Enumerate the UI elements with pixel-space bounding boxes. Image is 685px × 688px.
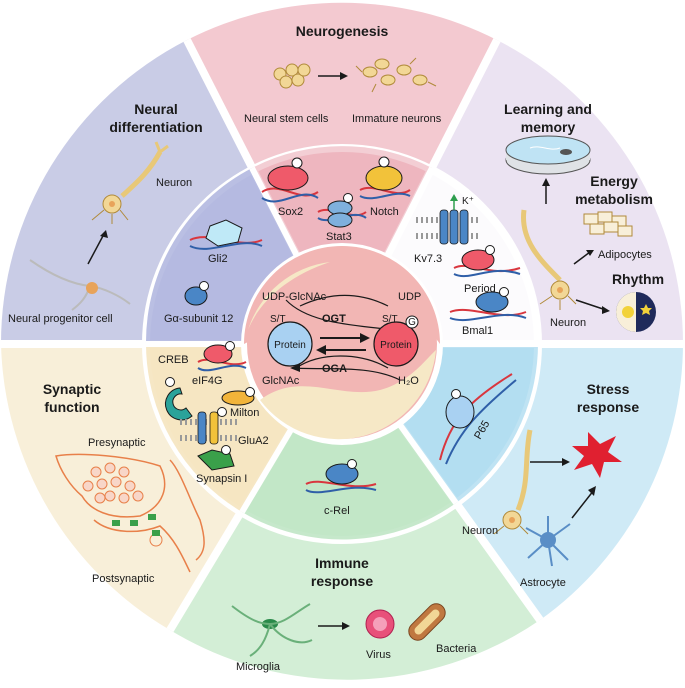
day-night-icon (616, 292, 656, 332)
creb-label: CREB (158, 354, 189, 366)
synapse-icon (55, 453, 205, 573)
crel-icon (305, 459, 377, 494)
astrocyte-label: Astrocyte (520, 577, 566, 589)
bacteria-label: Bacteria (436, 643, 477, 655)
microglia-label: Microglia (236, 661, 281, 673)
differentiation-neuron-label: Neuron (156, 177, 192, 189)
sector-synaptic: Synaptic function Presynaptic Postsynapt… (43, 381, 205, 585)
virus-icon (365, 609, 395, 639)
ogt-label: OGT (322, 313, 346, 325)
microglia-icon (231, 603, 313, 657)
stress-neuron-label: Neuron (462, 525, 498, 537)
water-maze-icon (505, 135, 591, 175)
notch-label: Notch (370, 206, 399, 218)
bacteria-icon (408, 603, 446, 641)
elf4g-icon (165, 377, 193, 421)
virus-label: Virus (366, 649, 391, 661)
rhythm-title: Rhythm (612, 271, 664, 287)
sector-differentiation: Neural differentiation Neuron Neural pro… (8, 101, 203, 325)
bmal1-icon (449, 287, 527, 322)
st-right-label: S/T (382, 314, 398, 325)
stress-title-line1: Stress (587, 381, 630, 397)
sector-learning: Learning and memory Energy metabolism Ad… (504, 101, 664, 332)
neural-stem-cells-icon (273, 63, 311, 89)
presynaptic-label: Presynaptic (88, 437, 146, 449)
energy-title-line1: Energy (590, 173, 638, 189)
crel-label: c-Rel (324, 505, 350, 517)
synaptic-title-line2: function (44, 399, 99, 415)
protein-left-label: Protein (274, 340, 306, 351)
differentiation-title-line1: Neural (134, 101, 178, 117)
neural-stem-cells-label: Neural stem cells (244, 113, 329, 125)
milton-icon (221, 387, 255, 406)
udp-glcnac-label: UDP-GlcNAc (262, 291, 327, 303)
astrocyte-icon (525, 516, 571, 567)
protein-right-label: Protein (380, 340, 412, 351)
center-cycle: G Protein Protein S/T S/T UDP-GlcNAc UDP… (241, 243, 443, 445)
middle-proteins: Sox2 Notch Stat3 K⁺ Kv7.3 (158, 156, 527, 517)
synaptic-title-line1: Synaptic (43, 381, 102, 397)
postsynaptic-label: Postsynaptic (92, 573, 155, 585)
st-left-label: S/T (270, 314, 286, 325)
synapsin-icon (197, 445, 235, 471)
glcnac-marker-label: G (408, 317, 416, 328)
adipocytes-icon (583, 211, 633, 237)
immune-title-line1: Immune (315, 555, 369, 571)
neuron-rhythm-icon (521, 209, 577, 310)
kv73-channel-icon (416, 194, 480, 245)
kv73-label: Kv7.3 (414, 253, 442, 265)
glua2-label: GluA2 (238, 435, 269, 447)
adipocytes-label: Adipocytes (598, 249, 652, 261)
k-ion-label: K⁺ (462, 196, 474, 207)
sox2-icon (261, 157, 319, 203)
neuron-stress-icon (493, 429, 533, 535)
sector-immune: Immune response Microglia Virus Bacteria (231, 555, 477, 673)
progenitor-cell-icon (29, 259, 131, 311)
creb-icon (197, 341, 247, 372)
p65-icon (439, 373, 517, 465)
stat3-label: Stat3 (326, 231, 352, 243)
energy-title-line2: metabolism (575, 191, 653, 207)
galpha-label: Gα-subunit 12 (164, 313, 233, 325)
glcnac-label: GlcNAc (262, 375, 300, 387)
glua2-icon (180, 407, 238, 445)
rhythm-neuron-label: Neuron (550, 317, 586, 329)
stress-title-line2: response (577, 399, 639, 415)
milton-label: Milton (230, 407, 259, 419)
sector-neurogenesis: Neurogenesis Neural stem cells Immature … (244, 23, 442, 125)
neuron-differentiation-icon (91, 141, 169, 224)
sector-stress: Stress response Neuron Astrocyte (462, 381, 639, 589)
synapsin-label: Synapsin I (196, 473, 247, 485)
differentiation-title-line2: differentiation (109, 119, 202, 135)
stress-burst-icon (572, 432, 622, 478)
gli2-icon (189, 219, 263, 250)
notch-icon (359, 156, 411, 200)
elf4g-label: eIF4G (192, 375, 223, 387)
sox2-label: Sox2 (278, 206, 303, 218)
gli2-label: Gli2 (208, 253, 228, 265)
progenitor-label: Neural progenitor cell (8, 313, 113, 325)
oga-label: OGA (322, 363, 347, 375)
protein-right-shape (373, 321, 419, 367)
immature-neurons-label: Immature neurons (352, 113, 442, 125)
neurogenesis-title: Neurogenesis (296, 23, 389, 39)
immature-neurons-icon (355, 57, 437, 93)
stat3-icon (317, 193, 367, 228)
period-icon (453, 245, 521, 278)
immune-title-line2: response (311, 573, 373, 589)
galpha-icon (184, 281, 209, 306)
h2o-label: H₂O (398, 375, 419, 387)
protein-left-shape (267, 321, 313, 367)
glcnac-marker-icon (405, 315, 419, 329)
bmal1-label: Bmal1 (462, 325, 493, 337)
udp-label: UDP (398, 291, 421, 303)
learning-title-line2: memory (521, 119, 576, 135)
learning-title-line1: Learning and (504, 101, 592, 117)
